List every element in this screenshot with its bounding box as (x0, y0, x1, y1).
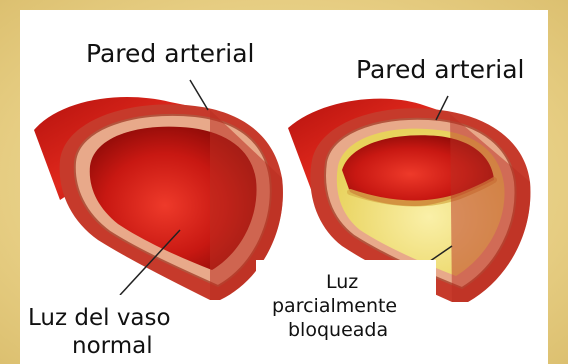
right-lumen-label-line2: parcialmente (272, 296, 397, 317)
left-wall-label: Pared arterial (86, 40, 254, 68)
right-wall-label: Pared arterial (356, 56, 524, 84)
left-lumen-label-line1: Luz del vaso (28, 306, 171, 331)
left-wall-pointer (190, 80, 208, 110)
left-lumen-label-line2: normal (72, 334, 153, 359)
diagram-panel: Pared arterial Pared arterial Luz del va… (20, 10, 548, 364)
right-lumen-label-line3: bloqueada (288, 320, 388, 341)
right-lumen-label-line1: Luz (326, 272, 358, 293)
normal-artery (34, 97, 283, 300)
